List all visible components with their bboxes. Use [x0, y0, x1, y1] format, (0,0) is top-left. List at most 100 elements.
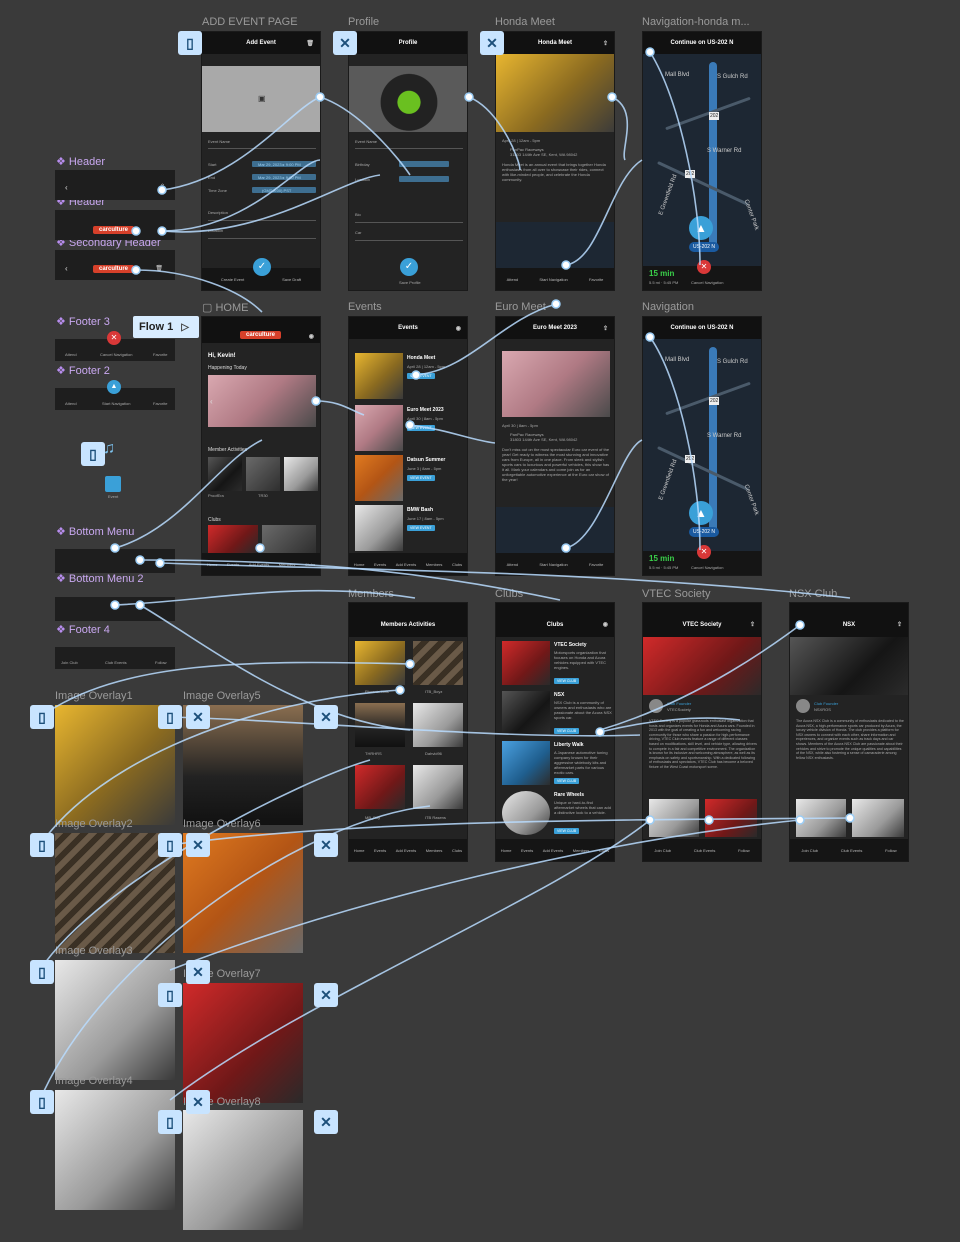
view-club-button[interactable]: VIEW CLUB	[554, 828, 580, 834]
image-overlay-8[interactable]	[183, 1110, 303, 1230]
frame-label-honda-meet[interactable]: Honda Meet	[495, 16, 555, 28]
overlay-label-5[interactable]: Image Overlay5	[183, 690, 261, 702]
nav-home[interactable]: Home	[500, 847, 512, 853]
club-thumb[interactable]	[262, 525, 316, 553]
nav-members[interactable]: Members	[425, 847, 443, 853]
screen-nsx-club[interactable]: NSX⇪ Club Founder NSXROS The Acura NSX C…	[789, 602, 909, 862]
nav-members[interactable]: Members	[425, 561, 443, 567]
share-icon[interactable]: ⇪	[602, 325, 608, 332]
view-event-button[interactable]: VIEW EVENT	[407, 475, 435, 481]
member-post[interactable]	[355, 641, 405, 685]
club-thumb-wheels[interactable]	[502, 791, 550, 835]
image-overlay-1[interactable]	[55, 705, 175, 825]
comp-label-footer2[interactable]: Footer 2	[56, 364, 110, 377]
follow-button[interactable]: Follow	[885, 847, 897, 853]
share-icon[interactable]: ⇪	[896, 622, 902, 628]
overlay-label-3[interactable]: Image Overlay3	[55, 945, 133, 957]
footer4-component[interactable]: Join Club Club Events Follow	[55, 647, 175, 669]
account-icon[interactable]: ◉	[602, 622, 608, 628]
image-overlay-3[interactable]	[55, 960, 175, 1080]
navigation-arrow-icon[interactable]: ▲	[107, 380, 121, 394]
cancel-navigation-icon[interactable]: ✕	[697, 545, 711, 559]
frame-label-add-event[interactable]: ADD EVENT PAGE	[202, 16, 298, 28]
frame-label-profile[interactable]: Profile	[348, 16, 380, 28]
vtec-gallery-image[interactable]	[705, 799, 757, 837]
frame-label-members[interactable]: Members	[348, 588, 394, 600]
device-frame-icon[interactable]: ▯	[30, 1090, 54, 1114]
image-overlay-4[interactable]	[55, 1090, 175, 1210]
device-frame-icon[interactable]: ▯	[30, 960, 54, 984]
frame-label-nav-honda[interactable]: Navigation-honda m...	[642, 16, 750, 28]
nav-clubs[interactable]: Clubs	[598, 847, 610, 853]
nsx-gallery-image[interactable]	[852, 799, 904, 837]
nav-home[interactable]: Home	[206, 561, 218, 567]
screen-profile[interactable]: Profile Event Name Birthday Location Bio…	[348, 31, 468, 291]
honda-map-preview[interactable]	[496, 222, 614, 270]
footer2-component[interactable]: Attend Start Navigation Favorite	[55, 388, 175, 410]
member-activity-thumb[interactable]	[246, 457, 280, 491]
frame-label-navigation[interactable]: Navigation	[642, 301, 694, 313]
nav-home[interactable]: Home	[353, 847, 365, 853]
screen-clubs[interactable]: Clubs◉ VTEC Society Motorsports organiza…	[495, 602, 615, 862]
join-club-button[interactable]: Join Club	[801, 847, 819, 853]
nav-members[interactable]: Members	[572, 847, 590, 853]
club-events-button[interactable]: Club Events	[693, 847, 716, 853]
frame-label-events[interactable]: Events	[348, 301, 382, 313]
close-overlay-icon[interactable]: ✕	[480, 31, 504, 55]
frame-label-clubs[interactable]: Clubs	[495, 588, 524, 600]
nav-events[interactable]: Events	[373, 847, 387, 853]
nav-events[interactable]: Events	[520, 847, 534, 853]
view-club-button[interactable]: VIEW CLUB	[554, 778, 580, 784]
join-club-button[interactable]: Join Club	[654, 847, 672, 853]
nav-events[interactable]: Events	[226, 561, 240, 567]
header-logo-component[interactable]: carculture	[55, 210, 175, 240]
nav-clubs[interactable]: Clubs	[304, 561, 316, 567]
member-activity-thumb[interactable]	[284, 457, 318, 491]
screen-events[interactable]: Events◉ Honda Meet April 28 | 12am - 5pm…	[348, 316, 468, 576]
trash-icon[interactable]: 🗑	[306, 40, 314, 47]
nav-home[interactable]: Home	[353, 561, 365, 567]
screen-add-event[interactable]: Add Event🗑 ▣ Event Name Start Mar 29, 20…	[201, 31, 321, 291]
header-component[interactable]: ‹ ⇪	[55, 170, 175, 200]
comp-label-bottom-menu[interactable]: Bottom Menu	[56, 525, 134, 538]
founder-avatar[interactable]	[796, 699, 810, 713]
carousel-prev-icon[interactable]: ‹	[210, 397, 213, 406]
cancel-navigation-icon[interactable]: ✕	[697, 260, 711, 274]
screen-navigation-honda[interactable]: Continue on US-202 N Mall Blvd S Gulch R…	[642, 31, 762, 291]
device-frame-icon[interactable]: ▯	[158, 705, 182, 729]
close-overlay-icon[interactable]: ✕	[314, 983, 338, 1007]
close-overlay-icon[interactable]: ✕	[186, 833, 210, 857]
nav-add-events[interactable]: Add Events	[248, 561, 270, 567]
screen-euro-meet[interactable]: Euro Meet 2023⇪ April 30 | 8am - 5pm Pan…	[495, 316, 615, 576]
screen-vtec-society[interactable]: VTEC Society⇪ Club Founder VTECSociety V…	[642, 602, 762, 862]
event-thumb-bmw[interactable]	[355, 505, 403, 551]
save-profile-check[interactable]: ✓	[400, 258, 418, 276]
overlay-label-4[interactable]: Image Overlay4	[55, 1075, 133, 1087]
favorite-button[interactable]: Favorite	[588, 276, 604, 282]
frame-label-home[interactable]: ▢ HOME	[202, 302, 249, 314]
comp-label-header[interactable]: Header	[56, 155, 105, 168]
club-thumb-vtec[interactable]	[502, 641, 550, 685]
event-thumb-datsun[interactable]	[355, 455, 403, 501]
confirm-check-button[interactable]: ✓	[253, 258, 271, 276]
frame-label-nsx[interactable]: NSX Club	[789, 588, 838, 600]
screen-navigation[interactable]: Continue on US-202 N Mall Blvd S Gulch R…	[642, 316, 762, 576]
member-post[interactable]	[413, 703, 463, 747]
create-event-button[interactable]: Create Event	[220, 276, 245, 282]
nav-events[interactable]: Events	[373, 561, 387, 567]
save-draft-button[interactable]: Save Draft	[282, 276, 302, 282]
member-post[interactable]	[413, 765, 463, 809]
happening-today-carousel[interactable]	[208, 375, 316, 427]
comp-label-bottom-menu-2[interactable]: Bottom Menu 2	[56, 572, 144, 585]
close-overlay-icon[interactable]: ✕	[314, 1110, 338, 1134]
birthday-input[interactable]	[399, 161, 449, 167]
attend-button[interactable]: Attend	[506, 276, 519, 282]
device-frame-icon[interactable]: ▯	[178, 31, 202, 55]
screen-home[interactable]: carculture ◉ Hi, Kevin! Happening Today …	[201, 316, 321, 576]
frame-label-vtec[interactable]: VTEC Society	[642, 588, 711, 600]
device-frame-icon[interactable]: ▯	[30, 705, 54, 729]
device-frame-icon[interactable]: ▯	[158, 1110, 182, 1134]
close-overlay-icon[interactable]: ✕	[186, 1090, 210, 1114]
nav-add-events[interactable]: Add Events	[395, 847, 417, 853]
cancel-navigation-icon[interactable]: ✕	[107, 331, 121, 345]
